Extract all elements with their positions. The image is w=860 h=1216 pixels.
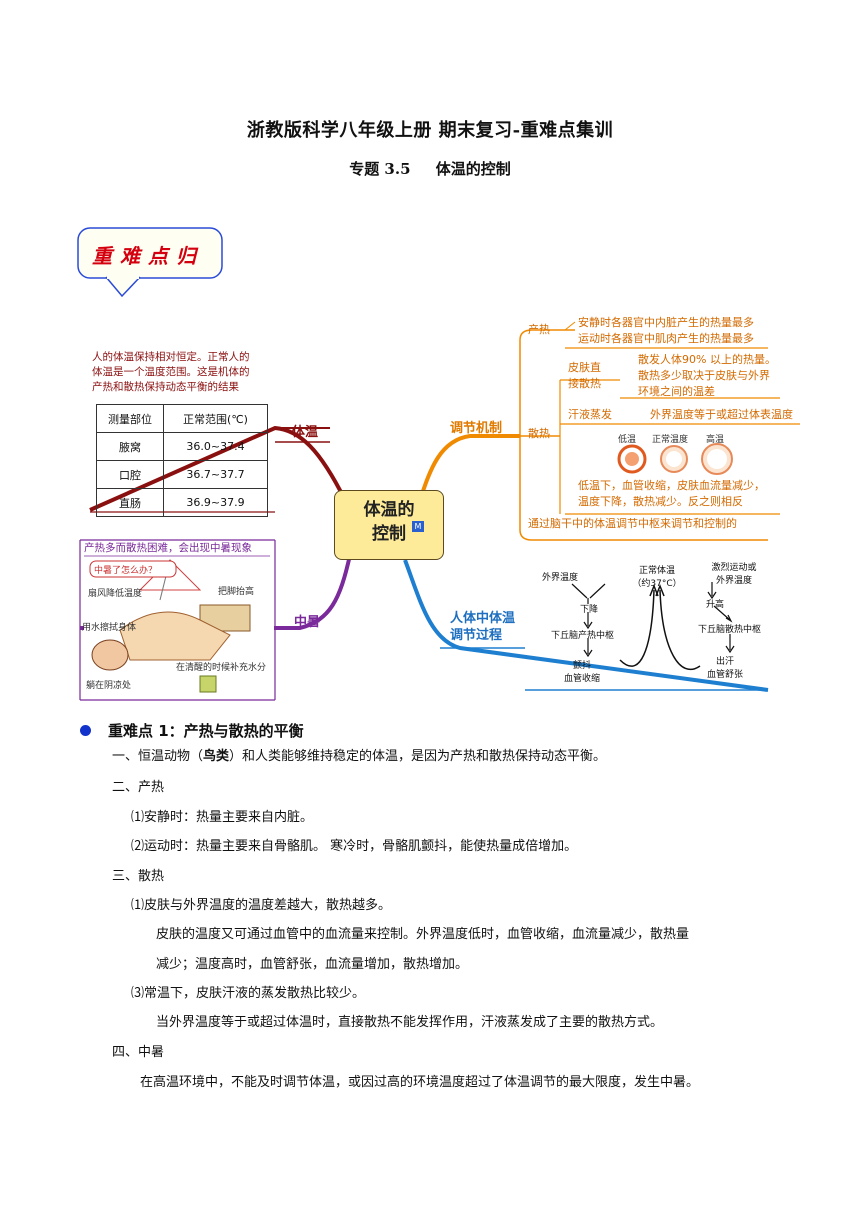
heatstroke-bubble: 中暑了怎么办？ bbox=[94, 566, 158, 576]
vessel-line: 低温下，血管收缩，皮肤血流量减少， bbox=[578, 479, 765, 492]
vessel-label: 正常温度 bbox=[652, 435, 689, 445]
skin-line: 散热多少取决于皮肤与外界 bbox=[638, 369, 770, 382]
reg-up: 升高 bbox=[706, 600, 725, 610]
table-cell: 36.9~37.9 bbox=[163, 488, 268, 517]
map-marker-icon: M bbox=[412, 521, 424, 532]
reg-hypo-cool: 下丘脑散热中枢 bbox=[698, 625, 762, 635]
normal-temp-table: 测量部位 正常范围(℃) 腋窝 36.0~37.4 口腔 36.7~37.7 直… bbox=[96, 404, 268, 517]
branch-heatstroke: 中暑 bbox=[294, 615, 321, 630]
skin-label-line: 接散热 bbox=[568, 377, 601, 390]
reg-exercise-line: 激烈运动或 bbox=[711, 563, 757, 573]
center-line-2: 控制 bbox=[372, 524, 406, 544]
heading-dissipation: 三、散热 bbox=[112, 869, 165, 884]
table-row: 腋窝 36.0~37.4 bbox=[96, 432, 268, 461]
table-header-cell: 测量部位 bbox=[96, 404, 164, 433]
regulation-label-line: 调节过程 bbox=[450, 628, 503, 643]
skin-line: 环境之间的温差 bbox=[638, 385, 715, 398]
paragraph-2-1: ⑴安静时：热量主要来自内脏。 bbox=[131, 810, 314, 825]
vessel-details: 低温下，血管收缩，皮肤血流量减少， 温度下降，散热减少。反之则相反 bbox=[578, 478, 765, 510]
skin-label-line: 皮肤直 bbox=[568, 361, 601, 374]
callout-shape bbox=[77, 227, 223, 298]
heatstroke-tip: 把脚抬高 bbox=[218, 587, 255, 597]
heading-heatstroke: 四、中暑 bbox=[112, 1045, 165, 1060]
paragraph-3-2b: 减少；温度高时，血管舒张，血流量增加，散热增加。 bbox=[156, 957, 469, 972]
reg-sweat-line: 出汗 bbox=[715, 657, 734, 667]
sweat-label: 汗液蒸发 bbox=[568, 408, 612, 421]
heading-production: 二、产热 bbox=[112, 780, 165, 795]
paragraph-1: 一、恒温动物（鸟类）和人类能够维持稳定的体温，是因为产热和散热保持动态平衡。 bbox=[112, 747, 606, 767]
vessel-label: 低温 bbox=[618, 435, 637, 445]
skin-label: 皮肤直 接散热 bbox=[568, 360, 601, 392]
vessel-line: 温度下降，散热减少。反之则相反 bbox=[578, 495, 743, 508]
dissipation-label: 散热 bbox=[528, 427, 550, 440]
vessel-label: 高温 bbox=[706, 435, 725, 445]
table-cell: 36.0~37.4 bbox=[163, 432, 268, 461]
p1-prefix: 一、恒温动物（ bbox=[112, 749, 204, 764]
center-line-1: 体温的 bbox=[363, 500, 415, 520]
skin-details: 散发人体90% 以上的热量。 散热多少取决于皮肤与外界 环境之间的温差 bbox=[638, 352, 776, 400]
paragraph-4: 在高温环境中，不能及时调节体温，或因过高的环境温度超过了体温调节的最大限度，发生… bbox=[140, 1075, 700, 1090]
production-details: 安静时各器官中内脏产生的热量最多 运动时各器官中肌肉产生的热量最多 bbox=[578, 315, 754, 347]
table-cell: 36.7~37.7 bbox=[163, 460, 268, 489]
body-temp-note-line: 人的体温保持相对恒定。正常人的 bbox=[92, 351, 250, 363]
body-temp-note: 人的体温保持相对恒定。正常人的 体温是一个温度范围。这是机体的 产热和散热保持动… bbox=[92, 350, 282, 395]
p1-suffix: ）和人类能够维持稳定的体温，是因为产热和散热保持动态平衡。 bbox=[229, 749, 607, 764]
sweat-detail: 外界温度等于或超过体表温度 bbox=[650, 408, 793, 421]
reg-exercise-line: 外界温度 bbox=[715, 576, 752, 586]
production-line: 运动时各器官中肌肉产生的热量最多 bbox=[578, 332, 754, 345]
heatstroke-tip: 用水擦拭身体 bbox=[82, 623, 137, 633]
paragraph-3-4: 当外界温度等于或超过体温时，直接散热不能发挥作用，汗液蒸发成了主要的散热方式。 bbox=[156, 1015, 664, 1030]
reg-normal-line: （约37°C） bbox=[632, 579, 682, 589]
callout-label: 重难点归 bbox=[92, 244, 204, 268]
table-row: 直肠 36.9~37.9 bbox=[96, 488, 268, 517]
section-bullet bbox=[80, 725, 91, 736]
center-node-text: 体温的 控制 bbox=[344, 498, 434, 546]
paragraph-3-1: ⑴皮肤与外界温度的温度差越大，散热越多。 bbox=[131, 898, 392, 913]
reg-sweat-line: 血管舒张 bbox=[706, 670, 743, 680]
branch-body-temp: 体温 bbox=[292, 425, 319, 440]
reg-normal: 正常体温 （约37°C） bbox=[632, 563, 682, 589]
table-cell: 直肠 bbox=[96, 488, 164, 517]
control-center-line: 通过脑干中的体温调节中枢来调节和控制的 bbox=[528, 517, 737, 530]
paragraph-3-3: ⑶常温下，皮肤汗液的蒸发散热比较少。 bbox=[131, 986, 366, 1001]
branch-regulation: 人体中体温 调节过程 bbox=[450, 610, 515, 644]
table-header-cell: 正常范围(℃) bbox=[163, 404, 268, 433]
production-line: 安静时各器官中内脏产生的热量最多 bbox=[578, 316, 754, 329]
mindmap-center-node bbox=[334, 490, 444, 560]
reg-exercise: 激烈运动或 外界温度 bbox=[706, 560, 762, 586]
heatstroke-note: 产热多而散热困难，会出现中暑现象 bbox=[84, 542, 252, 554]
reg-down: 下降 bbox=[580, 605, 599, 615]
body-temp-note-line: 体温是一个温度范围。这是机体的 bbox=[92, 366, 250, 378]
reg-outside-temp: 外界温度 bbox=[542, 573, 579, 583]
table-cell: 口腔 bbox=[96, 460, 164, 489]
reg-shiver-line: 血管收缩 bbox=[563, 674, 600, 684]
document-title: 浙教版科学八年级上册 期末复习-重难点集训 bbox=[246, 120, 614, 141]
heatstroke-tip: 扇风降低温度 bbox=[88, 589, 143, 599]
production-label: 产热 bbox=[528, 323, 550, 336]
table-row: 口腔 36.7~37.7 bbox=[96, 460, 268, 489]
p1-bold: 鸟类 bbox=[203, 749, 230, 764]
table-cell: 腋窝 bbox=[96, 432, 164, 461]
subtitle-name: 体温的控制 bbox=[435, 160, 511, 178]
reg-shiver-line: 颤抖 bbox=[572, 661, 591, 671]
subtitle-code: 专题 3.5 bbox=[349, 160, 411, 178]
heatstroke-tip: 在清醒的时候补充水分 bbox=[176, 663, 267, 673]
branch-mechanism: 调节机制 bbox=[450, 421, 503, 436]
reg-normal-line: 正常体温 bbox=[638, 566, 675, 576]
table-header-row: 测量部位 正常范围(℃) bbox=[96, 404, 268, 433]
paragraph-2-2: ⑵运动时：热量主要来自骨骼肌。 寒冷时，骨骼肌颤抖，能使热量成倍增加。 bbox=[131, 839, 578, 854]
section-title: 重难点 1：产热与散热的平衡 bbox=[108, 722, 304, 740]
reg-shiver: 颤抖 血管收缩 bbox=[560, 658, 604, 684]
skin-line: 散发人体90% 以上的热量。 bbox=[638, 353, 776, 366]
document-subtitle: 专题 3.5 体温的控制 bbox=[0, 158, 860, 179]
mindmap-connectors bbox=[79, 321, 800, 701]
paragraph-3-2a: 皮肤的温度又可通过血管中的血流量来控制。外界温度低时，血管收缩，血流量减少，散热… bbox=[156, 927, 690, 942]
heatstroke-tip: 躺在阴凉处 bbox=[86, 681, 132, 691]
regulation-label-line: 人体中体温 bbox=[450, 611, 516, 626]
reg-sweat: 出汗 血管舒张 bbox=[703, 654, 747, 680]
reg-hypo-heat: 下丘脑产热中枢 bbox=[551, 631, 615, 641]
body-temp-note-line: 产热和散热保持动态平衡的结果 bbox=[92, 381, 239, 393]
